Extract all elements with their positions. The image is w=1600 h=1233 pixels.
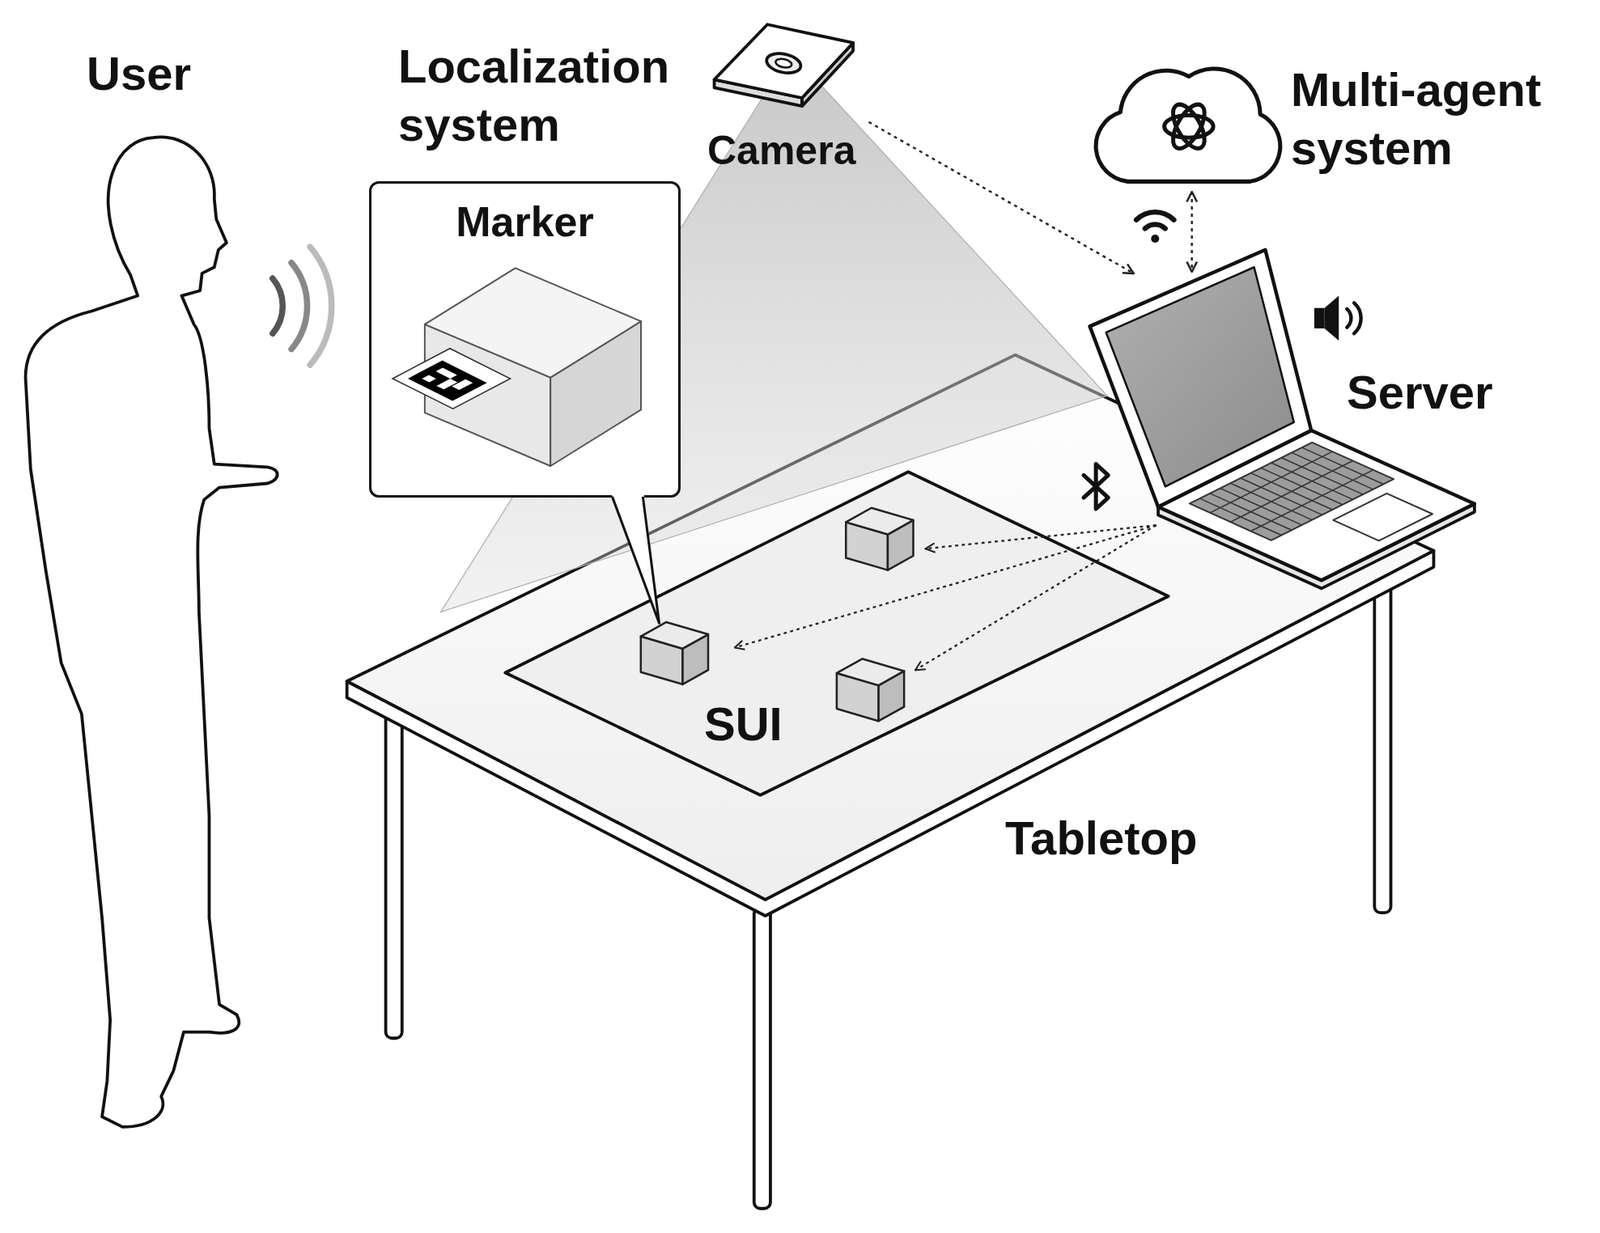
camera-device <box>714 24 854 107</box>
dotted-connector <box>1190 191 1193 272</box>
laptop <box>1090 250 1475 590</box>
rect-shape <box>754 908 771 1210</box>
bluetooth-links <box>734 525 1157 671</box>
path-shape <box>1136 212 1174 221</box>
polygon-shape <box>611 493 659 624</box>
section-label-box: Localization system <box>398 37 706 154</box>
ellipse-shape <box>1167 99 1211 153</box>
rect-shape <box>1332 493 1433 542</box>
path-shape <box>612 496 660 624</box>
path-shape <box>272 278 283 334</box>
polygon-shape <box>714 24 854 98</box>
user-label: User <box>86 44 191 103</box>
path-shape <box>1145 224 1166 229</box>
rect-shape <box>407 360 488 402</box>
rect-shape <box>436 378 458 390</box>
ellipse-shape <box>1167 99 1211 153</box>
g-shape <box>392 348 510 410</box>
robot-cubes <box>640 508 914 722</box>
voice-waves <box>272 246 332 365</box>
polygon-shape <box>845 508 913 535</box>
bluetooth-icon <box>1083 464 1108 510</box>
marker-callout: Marker <box>369 181 681 498</box>
node-label: Camera <box>707 129 856 172</box>
path-shape <box>734 525 1157 648</box>
g-shape <box>1332 493 1433 542</box>
rect-shape <box>1314 308 1325 329</box>
sui-mat-outline <box>500 466 1174 801</box>
node-label: SUI <box>704 695 783 754</box>
dotted-connector <box>869 122 1134 274</box>
polygon-shape <box>1090 250 1312 508</box>
node-label: Multi-agent system <box>1290 60 1591 178</box>
path-shape <box>291 263 307 350</box>
ellipse-shape <box>774 57 793 69</box>
circle-shape <box>1150 234 1159 243</box>
rect-shape <box>392 348 510 410</box>
tabletop-label: Tabletop <box>1005 809 1197 868</box>
path-shape <box>309 246 332 365</box>
node-label: Marker <box>371 196 679 247</box>
section-label: Localization system <box>398 37 706 154</box>
g-shape <box>640 622 709 685</box>
callout-tail <box>611 493 659 624</box>
g-shape <box>836 658 904 722</box>
cloud-icon <box>1095 68 1281 182</box>
user-label-box: User <box>86 44 191 103</box>
polygon-shape <box>836 658 904 686</box>
path-shape <box>1353 302 1362 334</box>
rect-shape <box>451 379 473 391</box>
speaker-icon <box>1314 296 1362 341</box>
g-shape <box>1164 99 1214 153</box>
polygon-shape <box>1106 267 1295 487</box>
user-silhouette <box>25 136 278 1127</box>
rect-shape <box>386 693 403 1039</box>
polygon-shape <box>640 622 709 650</box>
camera-node: Camera <box>704 18 866 177</box>
path-shape <box>915 525 1157 671</box>
g-shape <box>845 508 913 571</box>
wifi-icon <box>1136 212 1174 243</box>
path-shape <box>1095 68 1281 182</box>
rect-shape <box>421 374 436 382</box>
rect-shape <box>435 368 457 379</box>
sui-mat: SUI <box>500 466 1174 801</box>
path-shape <box>1346 309 1351 328</box>
polygon-shape <box>505 471 1168 795</box>
cloud-node: Multi-agent system <box>1096 55 1591 189</box>
line-shape <box>1230 461 1353 523</box>
polygon-shape <box>1324 296 1340 341</box>
node-label: Server <box>1346 363 1494 422</box>
ellipse-shape <box>764 50 803 77</box>
g-shape <box>1346 302 1361 334</box>
server-node: Server <box>1086 275 1506 587</box>
tabletop-label-box: Tabletop <box>1005 809 1197 868</box>
rect-shape <box>1374 567 1391 913</box>
